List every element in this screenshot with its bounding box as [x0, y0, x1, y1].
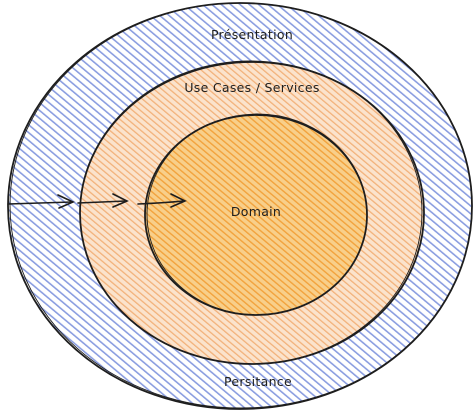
persistence-layer-label: Persitance	[224, 374, 292, 389]
inner-layer	[144, 113, 368, 316]
dependency-arrow-2	[77, 193, 129, 208]
use-cases-layer-label: Use Cases / Services	[184, 80, 319, 95]
dependency-arrow-3	[137, 193, 187, 208]
domain-layer-label: Domain	[231, 204, 281, 219]
presentation-layer-label: Présentation	[211, 27, 293, 42]
dependency-arrow-1	[7, 194, 75, 209]
